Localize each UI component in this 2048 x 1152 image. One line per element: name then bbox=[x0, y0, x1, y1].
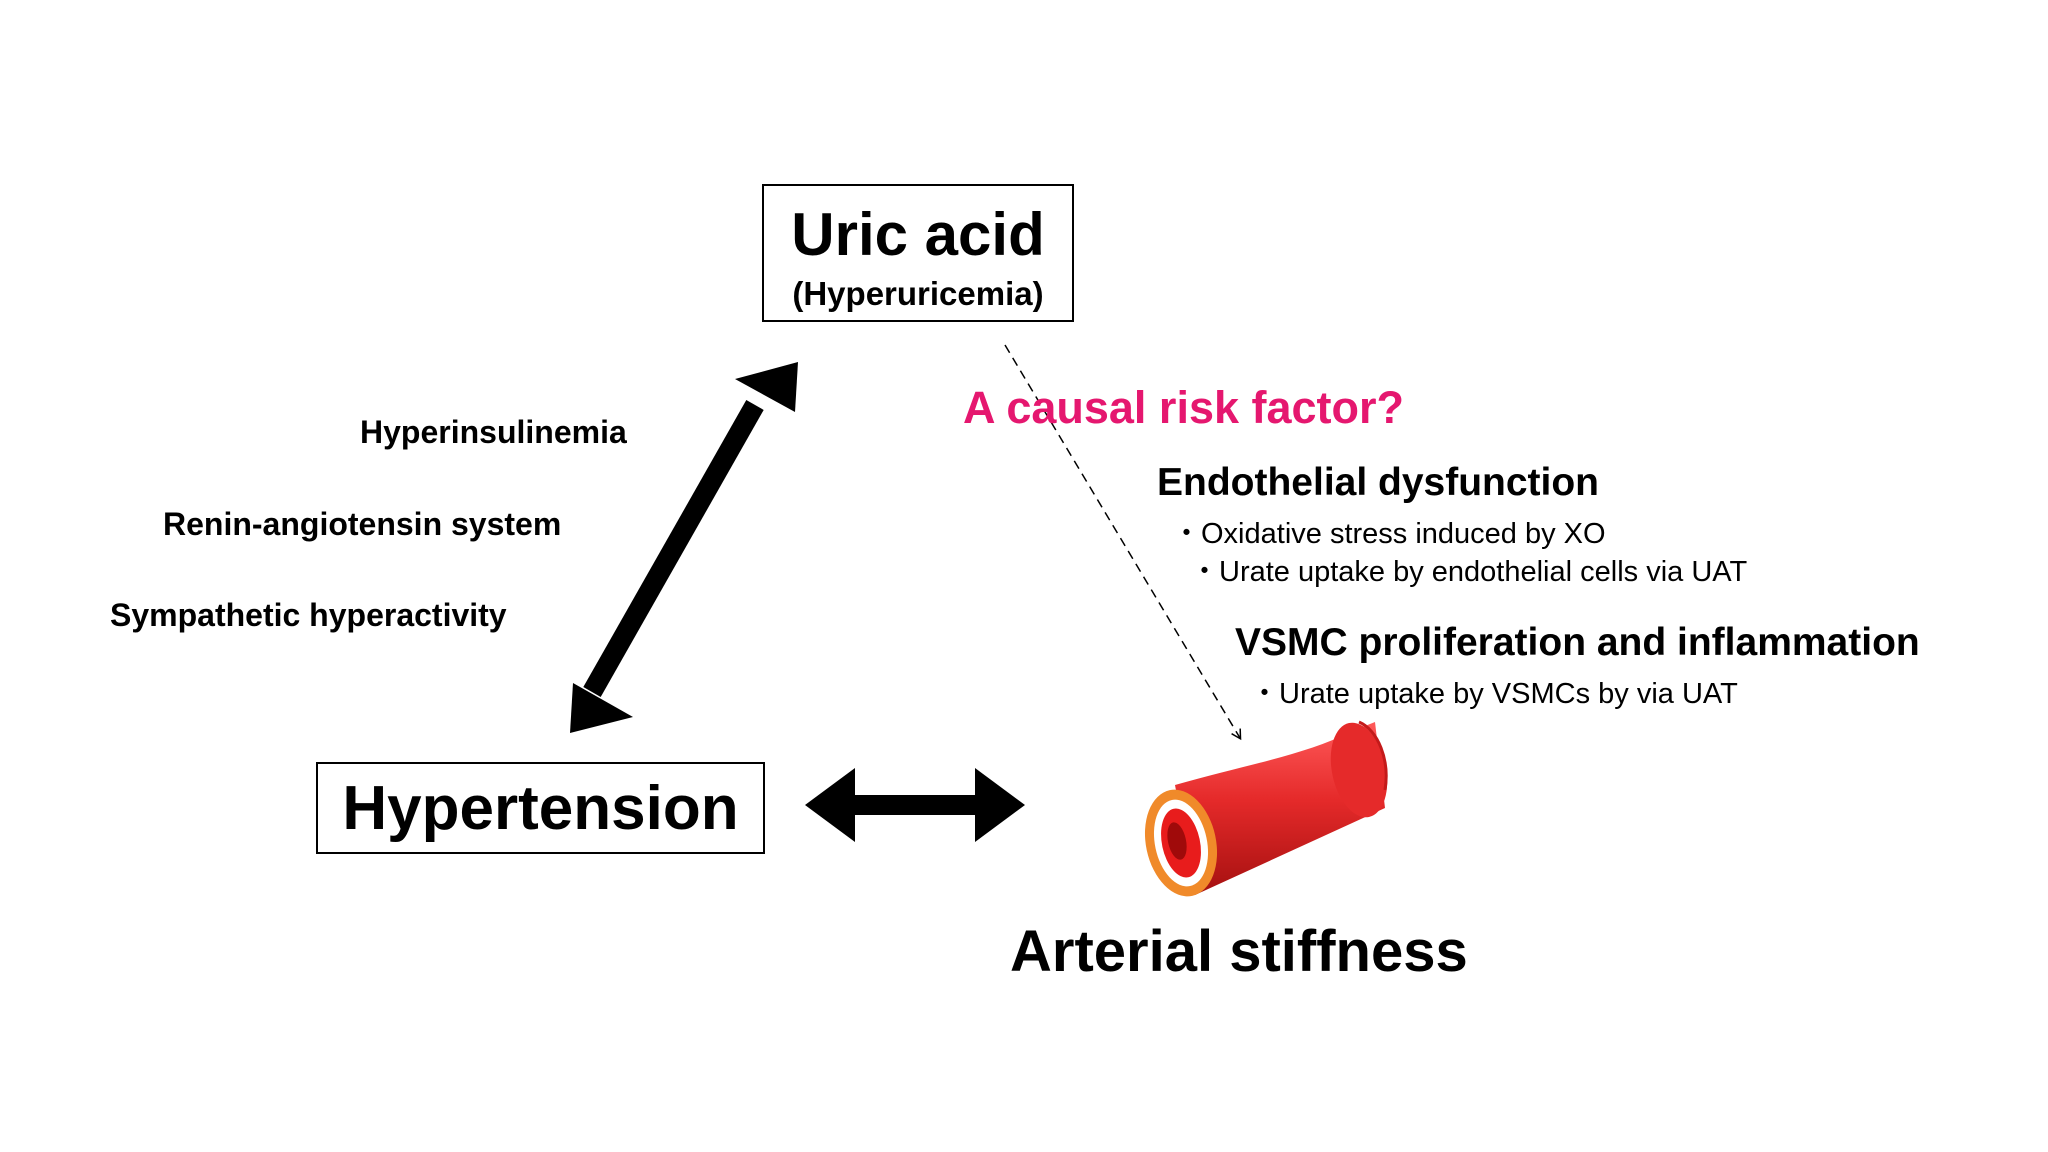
vsmc-heading: VSMC proliferation and inflammation bbox=[1235, 621, 1920, 664]
uric-hypertension-double-arrow bbox=[570, 362, 798, 733]
hypertension-stiffness-double-arrow bbox=[805, 768, 1025, 842]
mechanism-sympathetic: Sympathetic hyperactivity bbox=[110, 597, 507, 633]
mechanism-hyperinsulinemia: Hyperinsulinemia bbox=[360, 414, 627, 450]
endothelial-heading: Endothelial dysfunction bbox=[1157, 461, 1600, 504]
uric-acid-subtitle: (Hyperuricemia) bbox=[792, 275, 1044, 312]
causal-dashed-arrow bbox=[1004, 344, 1242, 741]
vsmc-bullet: ・Urate uptake by VSMCs by via UAT bbox=[1250, 678, 1738, 710]
endothelial-bullet: ・Oxidative stress induced by XO bbox=[1172, 518, 1606, 550]
causal-risk-label: A causal risk factor? bbox=[963, 382, 1405, 433]
mechanism-renin-angiotensin: Renin-angiotensin system bbox=[163, 506, 562, 542]
hypertension-box: Hypertension bbox=[316, 762, 765, 854]
uric-acid-title: Uric acid bbox=[791, 201, 1045, 268]
uric-acid-box: Uric acid (Hyperuricemia) bbox=[762, 184, 1074, 322]
hypertension-title: Hypertension bbox=[342, 774, 739, 843]
endothelial-bullet: ・Urate uptake by endothelial cells via U… bbox=[1190, 556, 1748, 588]
arterial-stiffness-label: Arterial stiffness bbox=[1010, 919, 1468, 984]
blood-vessel-icon bbox=[1144, 720, 1388, 897]
